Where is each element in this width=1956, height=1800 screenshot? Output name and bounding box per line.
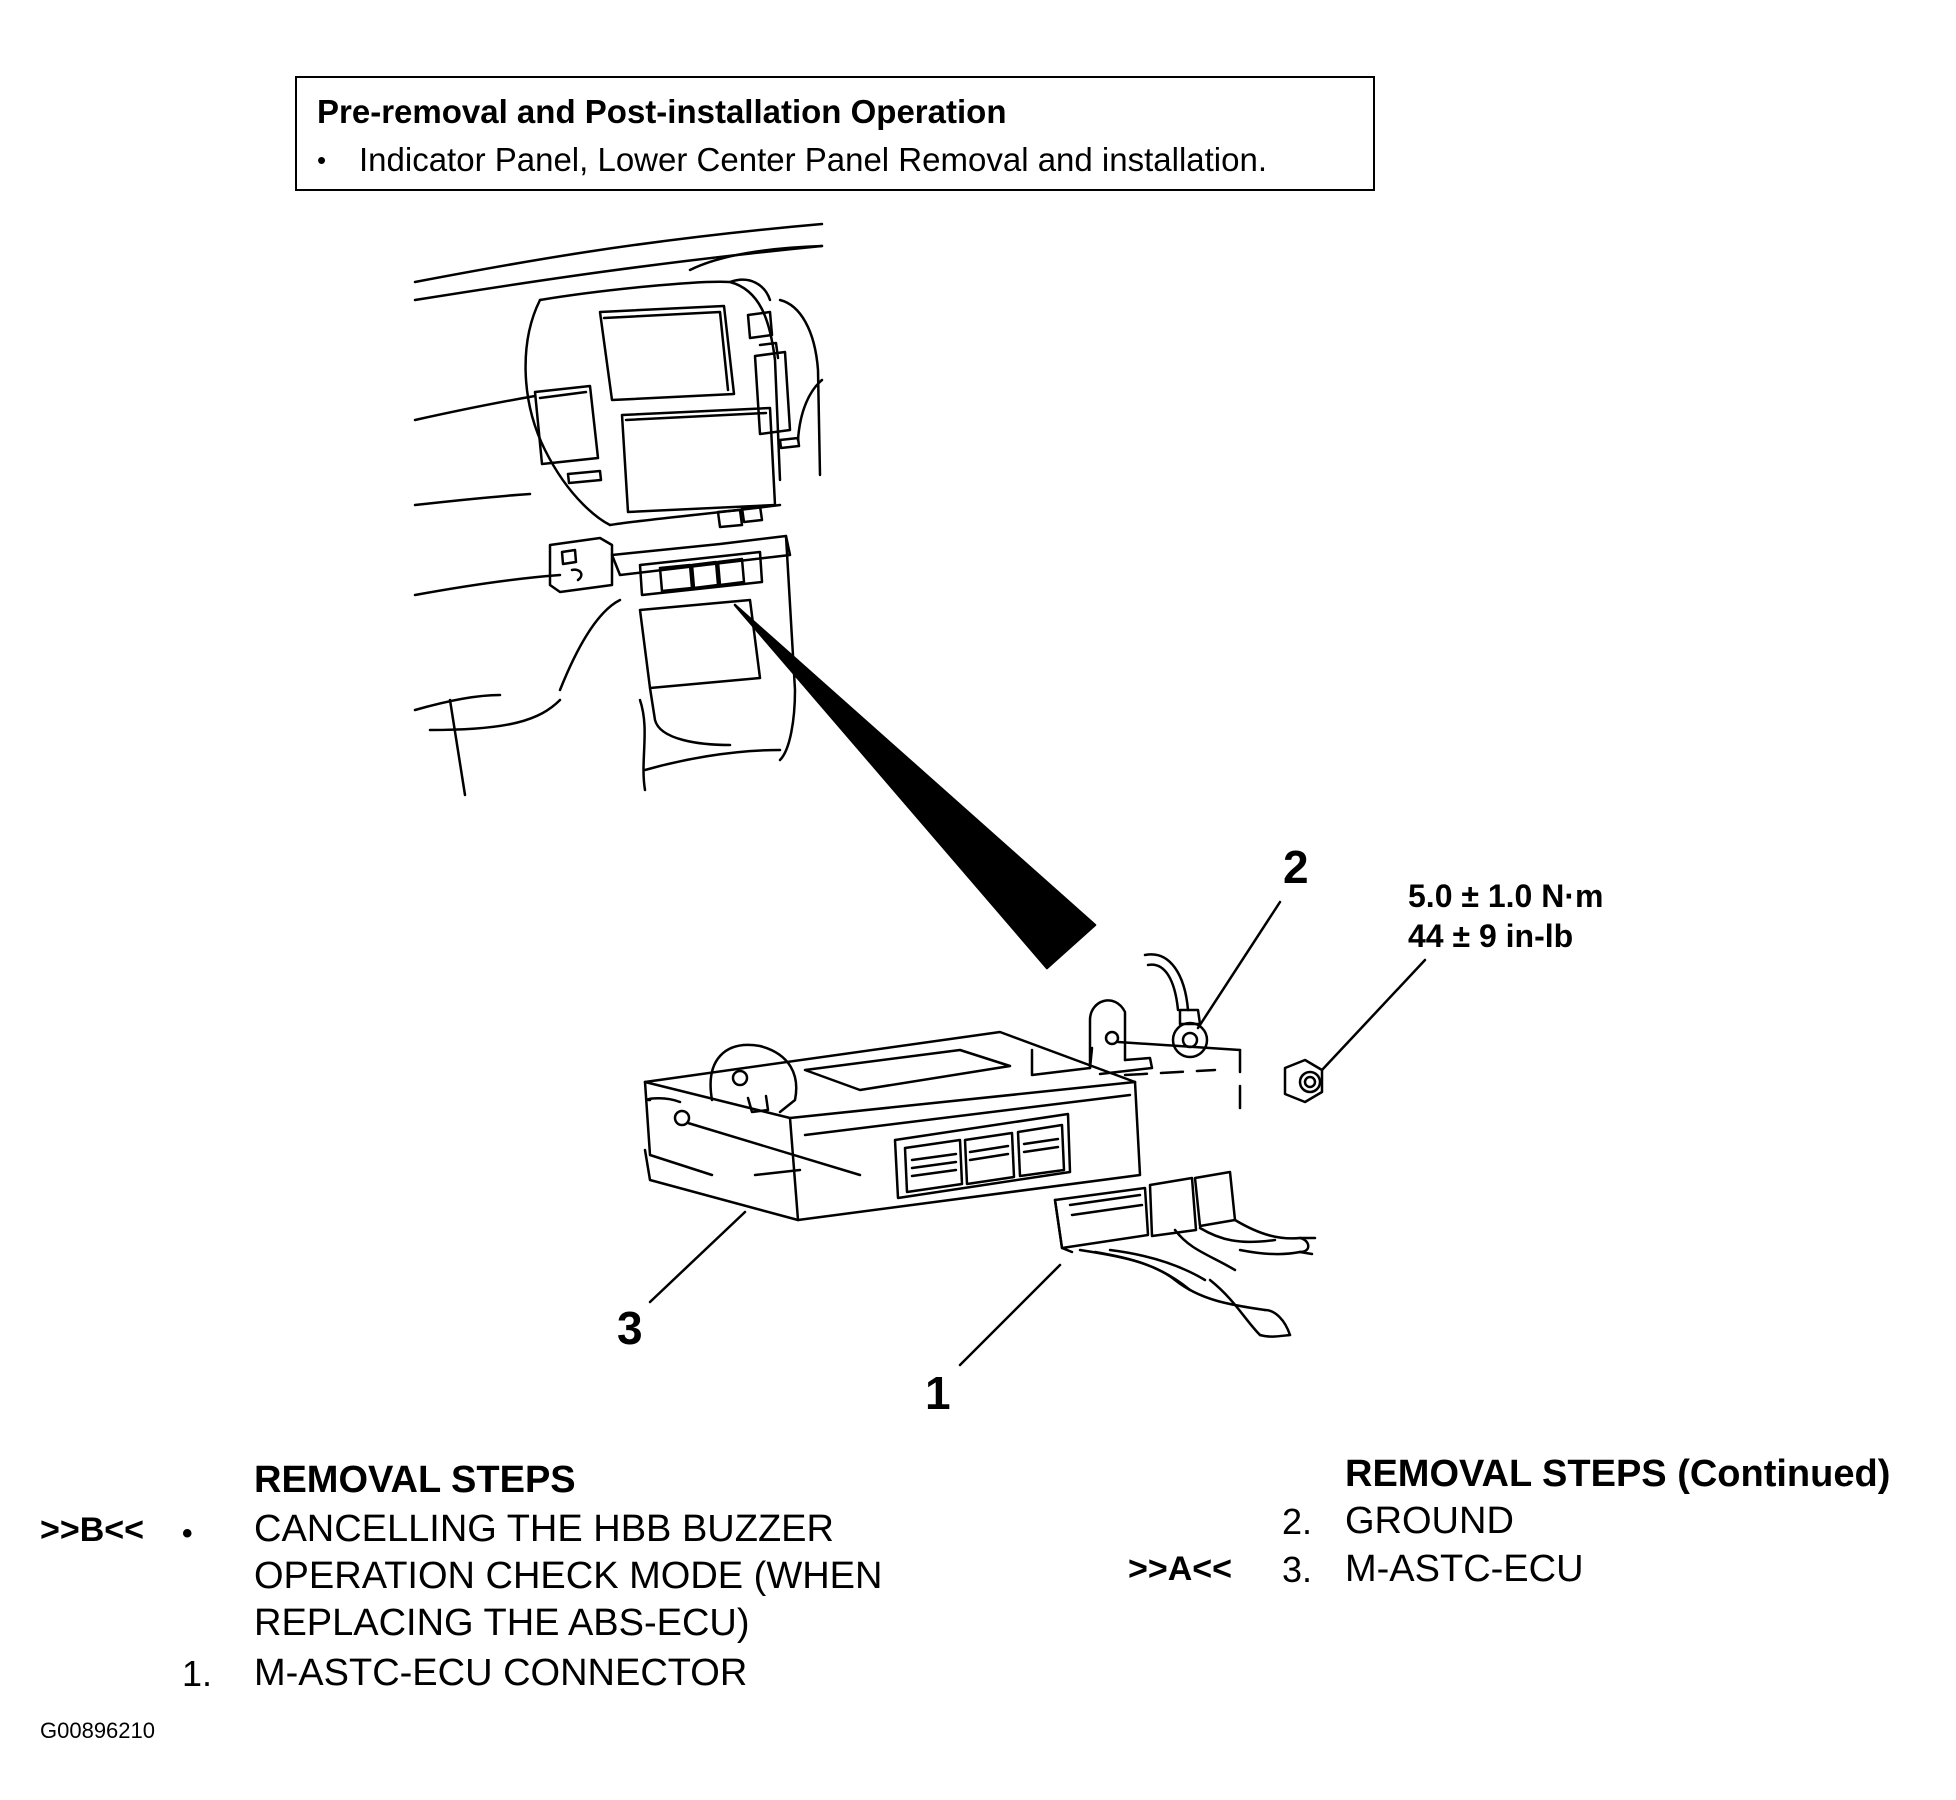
notice-item-text: Indicator Panel, Lower Center Panel Remo…: [359, 141, 1268, 178]
step-cancel-line-1: CANCELLING THE HBB BUZZER: [254, 1508, 834, 1550]
notice-bullet: •: [317, 145, 327, 175]
pre-removal-notice: Pre-removal and Post-installation Operat…: [295, 76, 1375, 191]
callout-3: 3: [617, 1302, 643, 1354]
step-item-1: M-ASTC-ECU CONNECTOR: [254, 1652, 748, 1694]
notice-title: Pre-removal and Post-installation Operat…: [317, 93, 1007, 130]
notice-item: • Indicator Panel, Lower Center Panel Rem…: [317, 140, 1353, 180]
dashboard-view: [413, 222, 824, 797]
step-mark-b: >>B<<: [40, 1511, 144, 1549]
callout-1: 1: [925, 1367, 951, 1419]
removal-steps-heading: REMOVAL STEPS: [254, 1459, 576, 1501]
torque-spec-metric: 5.0 ± 1.0 N·m: [1408, 878, 1604, 914]
step-mark-a: >>A<<: [1128, 1550, 1232, 1588]
removal-steps-continued-heading: REMOVAL STEPS (Continued): [1345, 1453, 1891, 1495]
ecu-connector-harness: [1053, 1170, 1317, 1338]
step-number-1: 1.: [182, 1653, 213, 1694]
step-cancel-line-2: OPERATION CHECK MODE (WHEN: [254, 1555, 883, 1597]
step-number-3: 3.: [1282, 1549, 1313, 1590]
step-item-2: GROUND: [1345, 1500, 1514, 1542]
step-item-3: M-ASTC-ECU: [1345, 1548, 1584, 1590]
figure-code: G00896210: [40, 1718, 155, 1743]
torque-spec-imperial: 44 ± 9 in-lb: [1408, 918, 1574, 954]
callout-2: 2: [1283, 841, 1309, 893]
ground-terminal: [1143, 953, 1209, 1059]
flange-nut: [1283, 1058, 1324, 1104]
step-cancel-line-3: REPLACING THE ABS-ECU): [254, 1602, 750, 1644]
view-pointer-wedge: [733, 603, 1097, 970]
m-astc-ecu: [643, 999, 1242, 1222]
step-bullet: •: [182, 1517, 193, 1550]
callout-leaders: [648, 900, 1427, 1367]
step-number-2: 2.: [1282, 1501, 1313, 1542]
